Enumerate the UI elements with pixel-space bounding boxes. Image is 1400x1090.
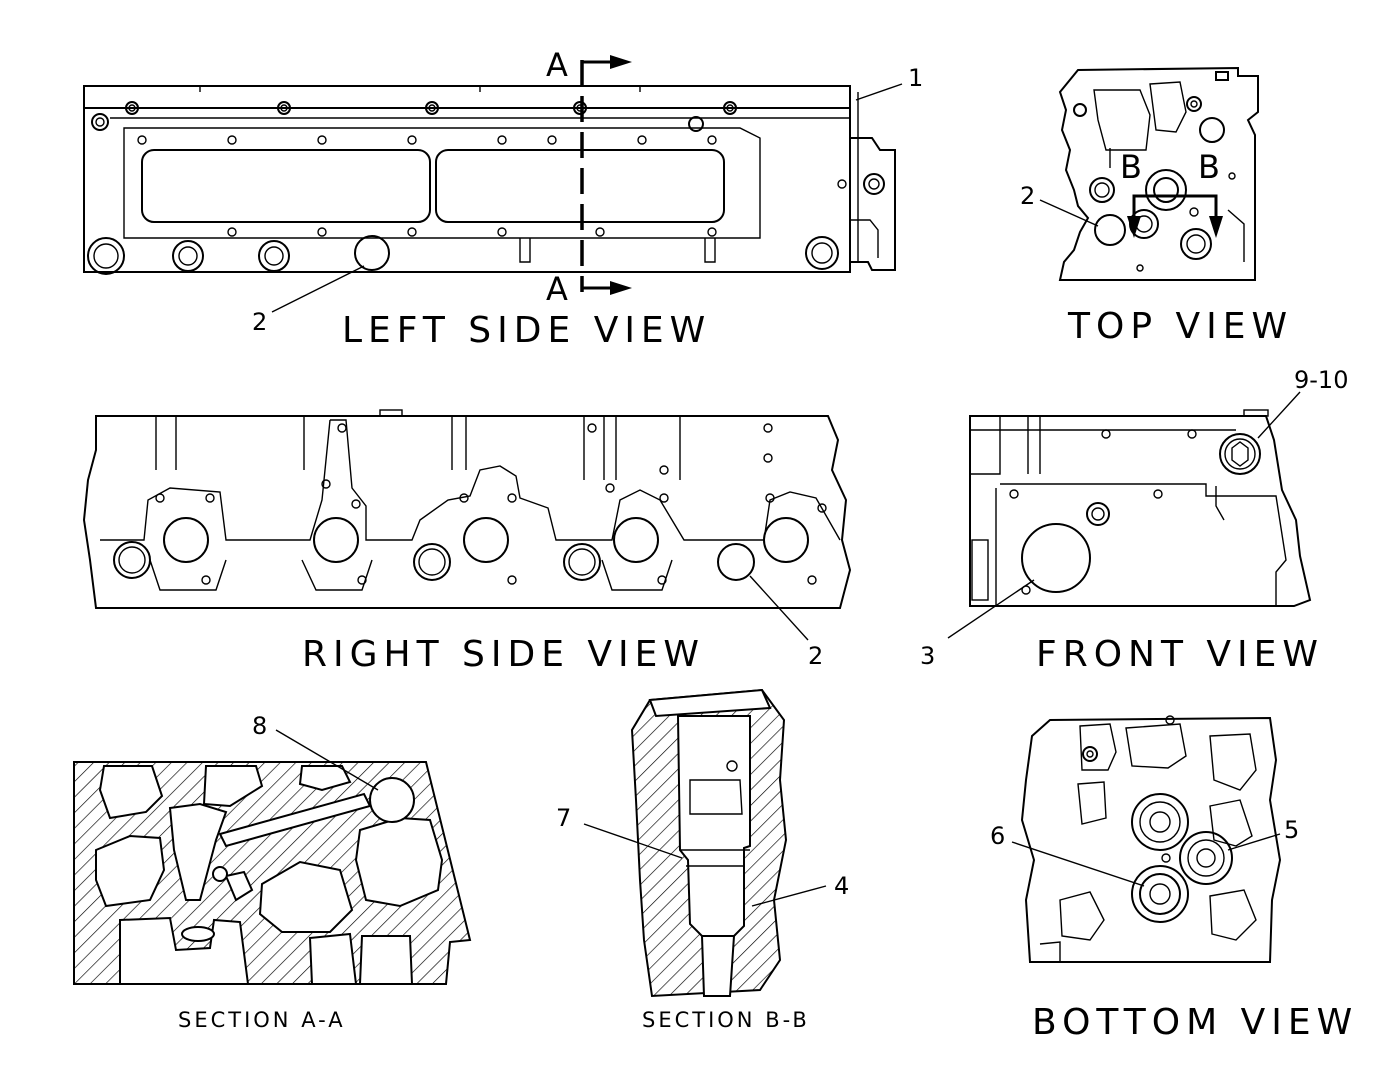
front-view: 3 9-10 FRONT VIEW bbox=[920, 366, 1348, 675]
section-a-a-title: SECTION A-A bbox=[178, 1008, 346, 1032]
top-view-title: TOP VIEW bbox=[1067, 306, 1293, 347]
callout-9-10: 9-10 bbox=[1294, 366, 1348, 394]
bottom-view-title: BOTTOM VIEW bbox=[1032, 1002, 1358, 1043]
left-side-view: A A 1 2 LEFT SIDE VIEW bbox=[83, 46, 923, 351]
section-marker-a-bottom: A bbox=[546, 270, 568, 308]
section-b-b: 7 4 SECTION B-B bbox=[556, 688, 849, 1032]
front-view-title: FRONT VIEW bbox=[1036, 634, 1324, 675]
callout-8: 8 bbox=[252, 712, 267, 740]
section-b-b-title: SECTION B-B bbox=[642, 1008, 810, 1032]
section-marker-b-left: B bbox=[1120, 148, 1142, 186]
bottom-view: 6 5 BOTTOM VIEW bbox=[990, 715, 1358, 1043]
section-marker-b-right: B bbox=[1198, 148, 1220, 186]
right-side-view-title: RIGHT SIDE VIEW bbox=[302, 634, 705, 675]
callout-3: 3 bbox=[920, 642, 935, 670]
top-view: B B 2 TOP VIEW bbox=[1020, 66, 1293, 347]
callout-6: 6 bbox=[990, 822, 1005, 850]
callout-2-left-side: 2 bbox=[252, 308, 267, 336]
right-side-view: 2 RIGHT SIDE VIEW bbox=[82, 409, 852, 675]
callout-2-top-view: 2 bbox=[1020, 182, 1035, 210]
callout-5: 5 bbox=[1284, 816, 1299, 844]
section-marker-a-top: A bbox=[546, 46, 568, 84]
callout-7: 7 bbox=[556, 804, 571, 832]
callout-2-right-side: 2 bbox=[808, 642, 823, 670]
section-a-a: 8 SECTION A-A bbox=[73, 712, 472, 1032]
callout-1: 1 bbox=[908, 64, 923, 92]
callout-4: 4 bbox=[834, 872, 849, 900]
left-side-view-title: LEFT SIDE VIEW bbox=[342, 310, 711, 351]
